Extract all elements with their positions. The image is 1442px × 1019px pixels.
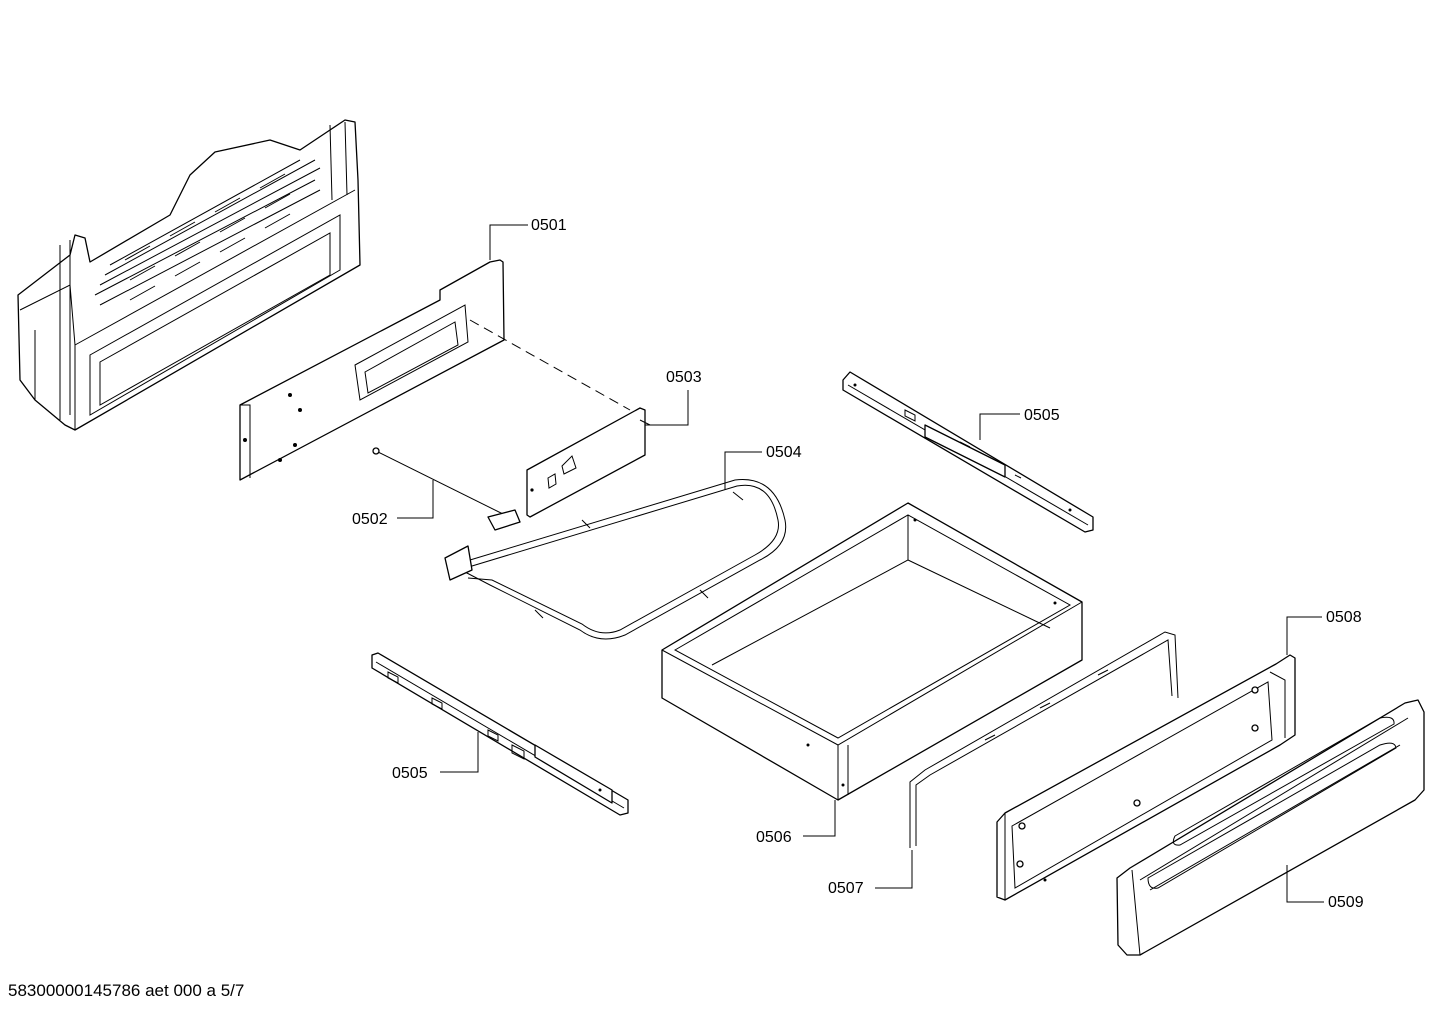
housing-slots [94,159,321,306]
callout-0503: 0503 [666,369,702,386]
part-0501-back-panel [239,259,631,481]
part-0506-drawer-box [661,502,1083,801]
drawing-reference-footer: 58300000145786 aet 000 a 5/7 [8,981,245,1000]
callout-0501: 0501 [531,217,567,234]
callout-0502: 0502 [352,511,388,528]
callout-labels: 0501 0502 0503 0504 0505 0505 0506 0507 … [352,217,1364,911]
part-0508-inner-door-panel [996,654,1296,901]
part-0505-lower-rail [371,652,629,816]
callout-0507: 0507 [828,880,864,897]
leader-lines [397,224,1324,903]
part-0507-gasket [909,631,1179,848]
part-0509-front-door [1116,699,1425,956]
callout-0504: 0504 [766,444,802,461]
part-0505-upper-rail [842,371,1094,533]
part-0504-heating-element [444,479,787,640]
part-0503-cover-plate [526,407,651,518]
callout-0505-lower: 0505 [392,765,428,782]
callout-0508: 0508 [1326,609,1362,626]
part-0502-sensor-probe [372,447,521,531]
callout-0505-upper: 0505 [1024,407,1060,424]
oven-housing-context [17,119,361,431]
callout-0506: 0506 [756,829,792,846]
callout-0509: 0509 [1328,894,1364,911]
